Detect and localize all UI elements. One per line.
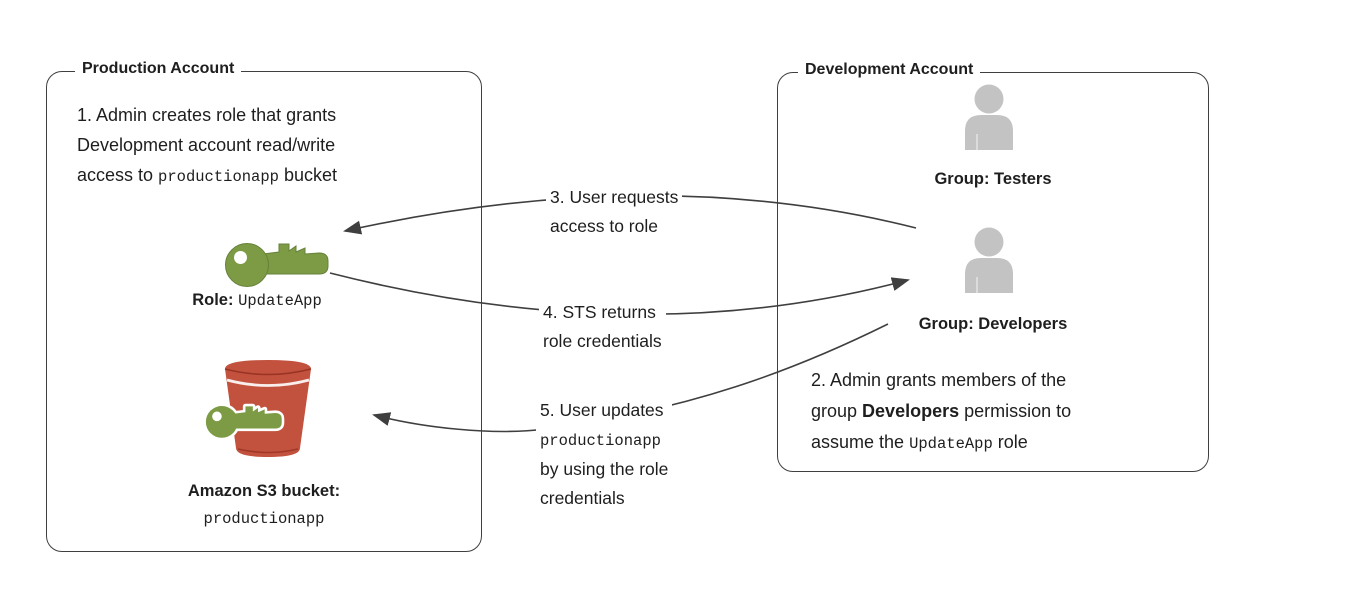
testers-group-icon xyxy=(965,84,1013,150)
s3-bucket-label: Amazon S3 bucket: productionapp xyxy=(187,482,341,528)
s3-bucket-icon xyxy=(203,360,312,457)
developers-group-icon xyxy=(965,227,1013,293)
role-key-icon xyxy=(225,243,329,287)
production-account-box: Production Account 1. Admin creates role… xyxy=(46,60,482,552)
bucket-key-overlay xyxy=(203,403,285,441)
development-account-title: Development Account xyxy=(798,61,981,79)
updateapp-code: UpdateApp xyxy=(909,435,993,453)
step5-label: 5. User updates productionapp by using t… xyxy=(536,395,673,513)
step2-annotation: 2. Admin grants members of the group Dev… xyxy=(811,370,1072,453)
step4-label: 4. STS returns role credentials xyxy=(539,297,666,356)
role-label: Role: UpdateApp xyxy=(192,291,322,310)
productionapp-code: productionapp xyxy=(158,168,279,186)
development-account-box: Development Account Group: Testers Group… xyxy=(777,61,1209,472)
step1-annotation: 1. Admin creates role that grants Develo… xyxy=(77,105,338,186)
testers-group-label: Group: Testers xyxy=(934,170,1052,188)
production-account-title: Production Account xyxy=(75,60,242,78)
step3-label: 3. User requests access to role xyxy=(546,182,683,241)
developers-group-label: Group: Developers xyxy=(918,315,1068,333)
